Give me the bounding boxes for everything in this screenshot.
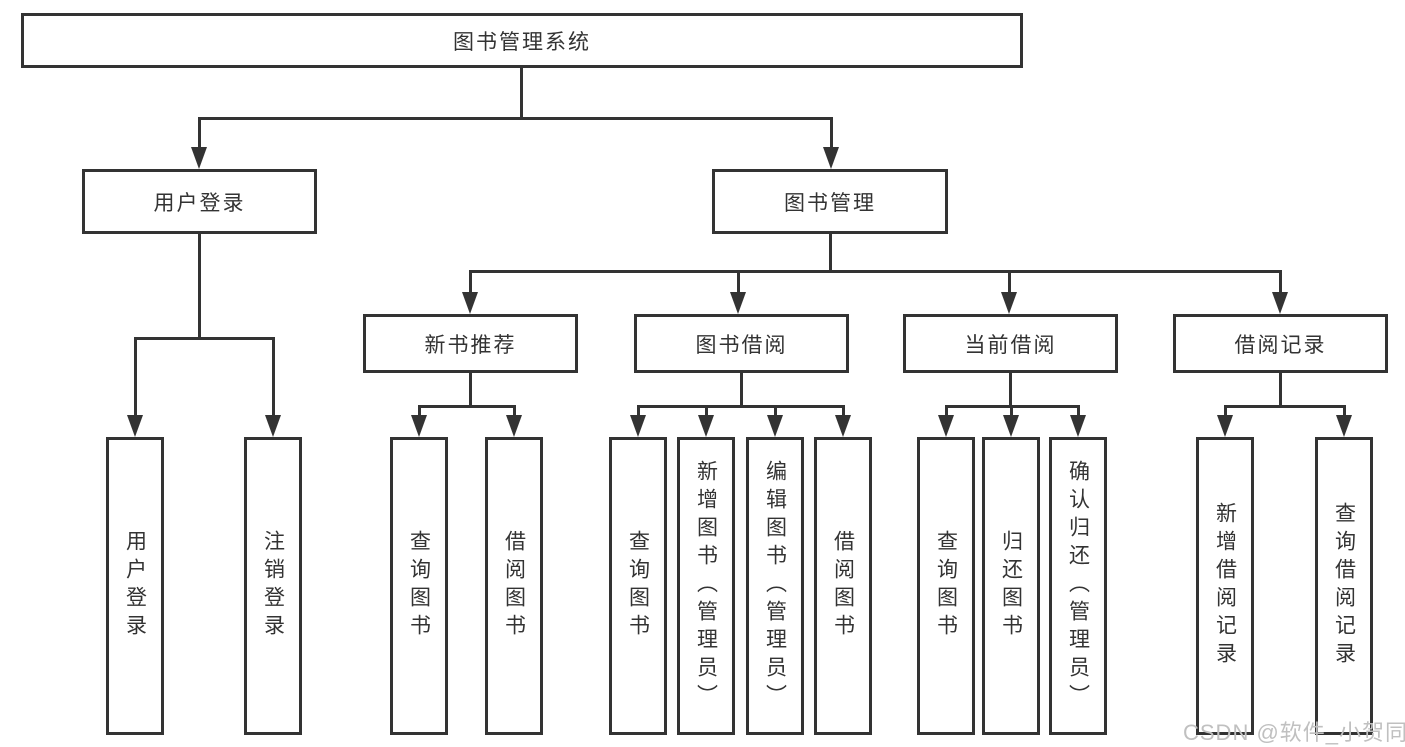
connector-line xyxy=(1009,406,1013,420)
node-library-system: 图书管理系统 xyxy=(21,13,1023,68)
node-new-book-recommend: 新书推荐 xyxy=(363,314,578,373)
connector-line xyxy=(519,68,523,118)
connector-line xyxy=(1076,406,1080,420)
leaf-add-book-admin: 新增图书（管理员） xyxy=(677,437,735,735)
leaf-query-books-recommend: 查询图书 xyxy=(390,437,448,735)
connector-line xyxy=(197,118,201,152)
leaf-logout: 注销登录 xyxy=(244,437,302,735)
arrow-down-icon xyxy=(1272,292,1288,314)
leaf-label: 查询图书 xyxy=(626,530,650,642)
connector-line xyxy=(1223,404,1346,408)
connector-line xyxy=(468,269,1282,273)
leaf-return-books: 归还图书 xyxy=(982,437,1040,735)
leaf-label: 用户登录 xyxy=(123,530,147,642)
leaf-label: 归还图书 xyxy=(999,530,1023,642)
arrow-down-icon xyxy=(1070,415,1086,437)
arrow-down-icon xyxy=(698,415,714,437)
connector-line xyxy=(1008,373,1012,406)
connector-line xyxy=(773,406,777,420)
connector-line xyxy=(468,271,472,296)
connector-line xyxy=(1278,373,1282,406)
leaf-label: 查询图书 xyxy=(934,530,958,642)
connector-line xyxy=(739,373,743,406)
node-book-borrow: 图书借阅 xyxy=(634,314,849,373)
leaf-confirm-return-admin: 确认归还（管理员） xyxy=(1049,437,1107,735)
connector-line xyxy=(704,406,708,420)
arrow-down-icon xyxy=(630,415,646,437)
leaf-borrow-books: 借阅图书 xyxy=(814,437,872,735)
arrow-down-icon xyxy=(265,415,281,437)
connector-line xyxy=(271,338,275,420)
leaf-add-borrow-record: 新增借阅记录 xyxy=(1196,437,1254,735)
arrow-down-icon xyxy=(823,147,839,169)
arrow-down-icon xyxy=(730,292,746,314)
arrow-down-icon xyxy=(506,415,522,437)
leaf-label: 新增图书（管理员） xyxy=(694,460,718,712)
connector-line xyxy=(512,406,516,420)
node-borrow-records: 借阅记录 xyxy=(1173,314,1388,373)
leaf-label: 借阅图书 xyxy=(831,530,855,642)
connector-line xyxy=(1007,271,1011,296)
leaf-label: 查询图书 xyxy=(407,530,431,642)
connector-line xyxy=(1223,406,1227,420)
connector-line xyxy=(944,406,948,420)
connector-line xyxy=(417,404,516,408)
connector-line xyxy=(841,406,845,420)
leaf-query-books-current: 查询图书 xyxy=(917,437,975,735)
connector-line xyxy=(636,406,640,420)
leaf-label: 借阅图书 xyxy=(502,530,526,642)
leaf-query-books-borrow: 查询图书 xyxy=(609,437,667,735)
csdn-watermark: CSDN @软件_小贺同学 xyxy=(1183,720,1405,745)
connector-line xyxy=(636,404,845,408)
node-book-management: 图书管理 xyxy=(712,169,948,234)
leaf-label: 确认归还（管理员） xyxy=(1066,460,1090,712)
arrow-down-icon xyxy=(1001,292,1017,314)
connector-line xyxy=(828,234,832,271)
connector-line xyxy=(829,118,833,152)
arrow-down-icon xyxy=(938,415,954,437)
connector-line xyxy=(197,234,201,338)
connector-line xyxy=(468,373,472,406)
connector-line xyxy=(133,338,137,420)
arrow-down-icon xyxy=(835,415,851,437)
connector-line xyxy=(1342,406,1346,420)
node-user-login: 用户登录 xyxy=(82,169,317,234)
connector-line xyxy=(133,336,275,340)
leaf-query-borrow-record: 查询借阅记录 xyxy=(1315,437,1373,735)
connector-line xyxy=(1278,271,1282,296)
leaf-user-login: 用户登录 xyxy=(106,437,164,735)
connector-line xyxy=(417,406,421,420)
leaf-borrow-books-recommend: 借阅图书 xyxy=(485,437,543,735)
connector-line xyxy=(197,116,833,120)
leaf-label: 编辑图书（管理员） xyxy=(763,460,787,712)
arrow-down-icon xyxy=(462,292,478,314)
arrow-down-icon xyxy=(1217,415,1233,437)
arrow-down-icon xyxy=(411,415,427,437)
node-current-borrow: 当前借阅 xyxy=(903,314,1118,373)
arrow-down-icon xyxy=(127,415,143,437)
arrow-down-icon xyxy=(1336,415,1352,437)
arrow-down-icon xyxy=(1003,415,1019,437)
arrow-down-icon xyxy=(767,415,783,437)
leaf-edit-book-admin: 编辑图书（管理员） xyxy=(746,437,804,735)
leaf-label: 新增借阅记录 xyxy=(1213,502,1237,670)
connector-line xyxy=(736,271,740,296)
leaf-label: 查询借阅记录 xyxy=(1332,502,1356,670)
leaf-label: 注销登录 xyxy=(261,530,285,642)
arrow-down-icon xyxy=(191,147,207,169)
